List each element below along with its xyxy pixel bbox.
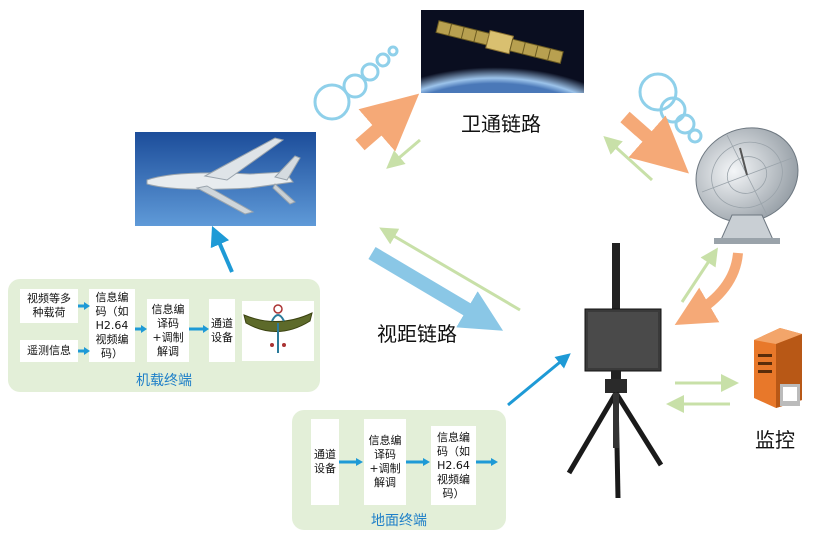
arrow-ground-terminal-to-station [507, 353, 571, 407]
airborne-flow-arrows [78, 302, 209, 355]
computer-tower-image [754, 328, 802, 408]
ground-codec-modem-box: 信息编译码+调制解调 [364, 419, 406, 505]
downlink-arrow-satellite-to-uav [386, 138, 421, 169]
uav-image [135, 132, 316, 226]
uplink-arrow-uav-to-satellite [355, 93, 420, 152]
los-arrow-uav-to-ground [368, 246, 504, 331]
uav-antenna-image [242, 301, 314, 361]
ground-flow-arrows [339, 458, 498, 466]
downlink-arrow-satellite-to-dish [620, 111, 689, 174]
codec-modem-box: 信息编译码+调制解调 [147, 299, 189, 362]
ground-terminal-title: 地面终端 [371, 513, 427, 529]
ground-terminal-tripod-image [566, 243, 664, 499]
los-link-label: 视距链路 [377, 322, 457, 346]
satellite-image [421, 10, 584, 93]
arrow-airborne-to-uav [210, 225, 234, 273]
encoding-box: 信息编码（如H2.64视频编码） [89, 289, 135, 362]
arrow-dish-to-ground [674, 252, 743, 326]
dish-antenna-image [695, 127, 799, 244]
payload-box: 视频等多种载荷 [20, 289, 78, 323]
satellite-link-label: 卫通链路 [461, 112, 541, 136]
ground-channel-device-box: 通道设备 [311, 419, 339, 505]
channel-device-box: 通道设备 [209, 299, 235, 362]
uplink-arrow-dish-to-satellite [603, 135, 654, 182]
ground-terminal-panel: 通道设备 信息编译码+调制解调 信息编码（如H2.64视频编码） 地面终端 [292, 410, 506, 530]
signal-bubbles-left [313, 45, 399, 121]
airborne-terminal-title: 机载终端 [136, 373, 192, 389]
monitor-label: 监控 [755, 428, 795, 452]
los-arrow-ground-to-uav [379, 227, 521, 312]
ground-encoding-box: 信息编码（如H2.64视频编码） [431, 426, 476, 505]
arrow-ground-to-dish [680, 247, 718, 303]
telemetry-box: 遥测信息 [20, 340, 78, 362]
airborne-terminal-panel: 视频等多种载荷 遥测信息 信息编码（如H2.64视频编码） 信息编译码+调制解调… [8, 279, 320, 392]
